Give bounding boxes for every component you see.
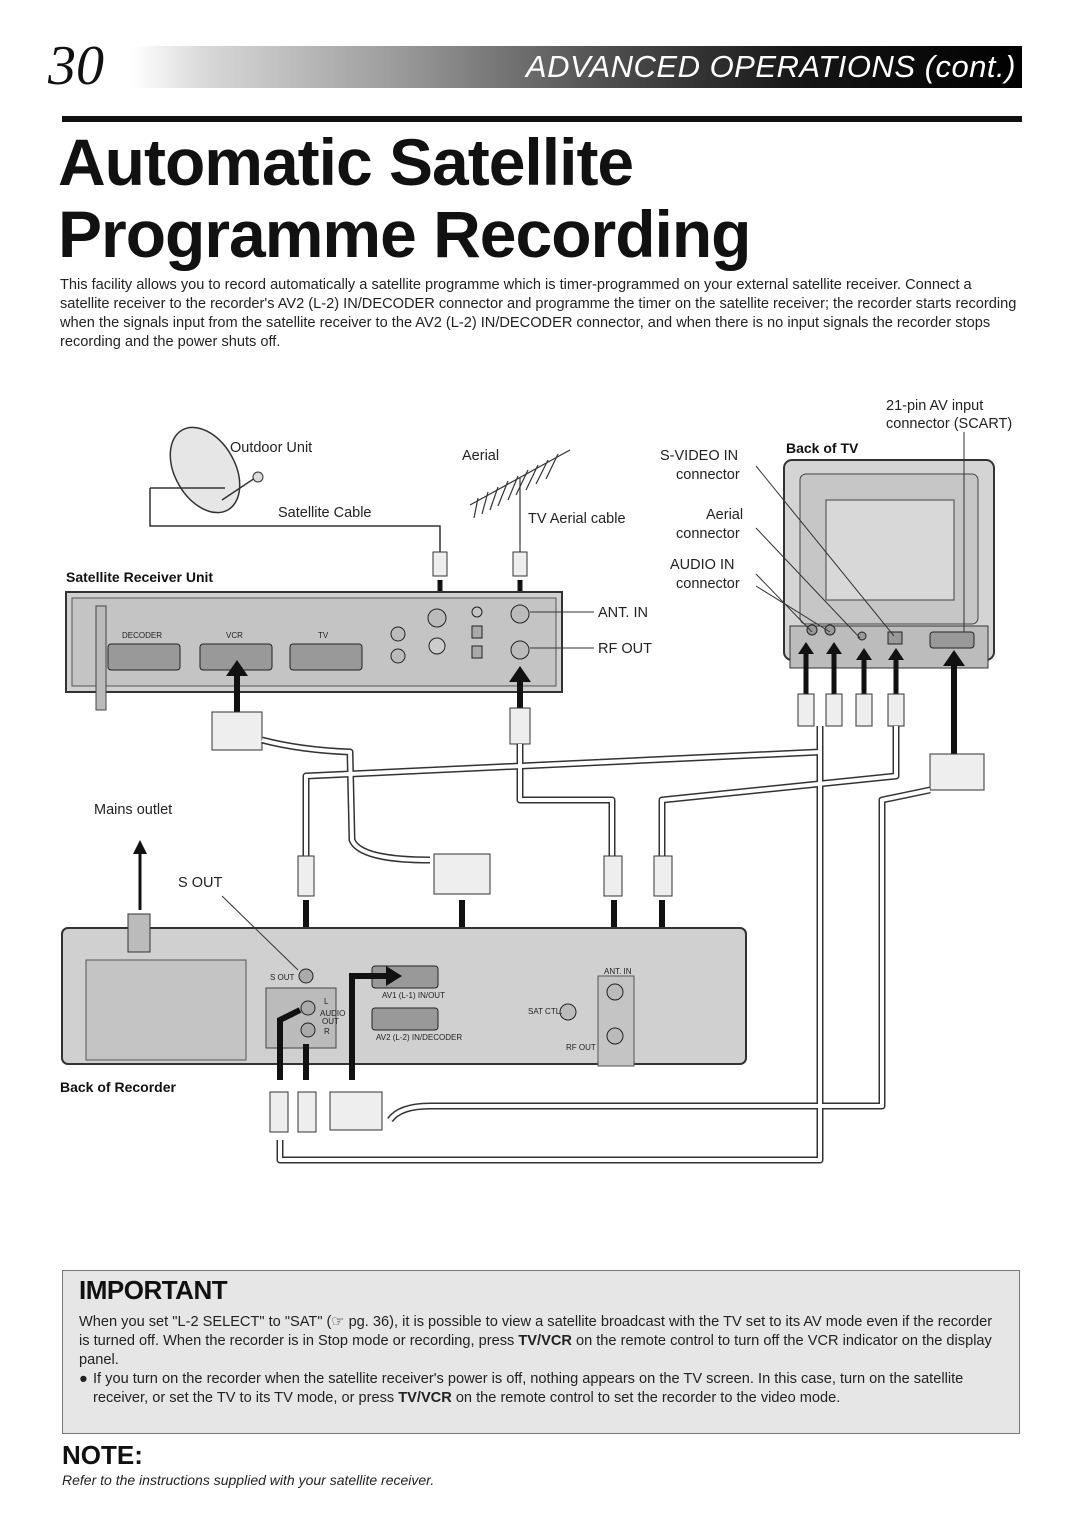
back-of-tv-label: Back of TV [786, 440, 859, 456]
s-video-connector-label: connector [676, 467, 740, 483]
rec-sat-ctl-label: SAT CTL. [528, 1007, 562, 1016]
mains-outlet-label: Mains outlet [94, 802, 172, 818]
header-gradient-bar [132, 46, 1022, 88]
television-icon [783, 459, 995, 669]
page-number: 30 [48, 35, 104, 97]
rec-av2-label: AV2 (L-2) IN/DECODER [376, 1033, 462, 1042]
rec-audio-label: AUDIO [320, 1009, 345, 1018]
note-text: Refer to the instructions supplied with … [62, 1472, 435, 1488]
tv-aerial-cable-label: TV Aerial cable [528, 511, 626, 527]
rec-s-out-label: S OUT [270, 973, 295, 982]
important-text-c: on the remote control to turn off the VC… [79, 1333, 992, 1368]
important-tvvcr-1: TV/VCR [518, 1333, 572, 1349]
rec-l-label: L [324, 997, 329, 1006]
important-heading: IMPORTANT [79, 1275, 228, 1305]
rf-out-label: RF OUT [598, 641, 652, 657]
intro-paragraph: This facility allows you to record autom… [60, 277, 1017, 350]
page-header: 30 ADVANCED OPERATIONS (cont.) [40, 38, 1022, 94]
tv-label: TV [318, 631, 329, 640]
pin-av-label-1: 21-pin AV input [886, 398, 983, 414]
satellite-receiver-label: Satellite Receiver Unit [66, 569, 213, 585]
page-title-line1: Automatic Satellite [58, 125, 634, 199]
important-text-b: pg. 36), it is possible to view a satell… [79, 1314, 993, 1349]
pin-av-label-2: connector (SCART) [886, 416, 1012, 432]
section-title: ADVANCED OPERATIONS (cont.) [525, 49, 1016, 84]
satellite-cable-label: Satellite Cable [278, 505, 372, 521]
important-box: IMPORTANT When you set "L-2 SELECT" to "… [62, 1270, 1020, 1434]
pointer-icon: ☞ [331, 1314, 345, 1330]
rec-av1-label: AV1 (L-1) IN/OUT [382, 991, 445, 1000]
important-text-a: When you set "L-2 SELECT" to "SAT" ( [79, 1314, 332, 1330]
rec-r-label: R [324, 1027, 330, 1036]
page-title-line2: Programme Recording [58, 197, 751, 271]
audio-in-label: AUDIO IN [670, 557, 734, 573]
satellite-dish-icon [149, 426, 441, 552]
connection-diagram: Outdoor Unit Satellite Cable Aerial TV A… [60, 398, 1012, 1164]
recorder-back-panel: S OUT L AUDIO OUT R AV1 (L-1) IN/OUT AV2… [61, 913, 747, 1067]
s-video-in-label: S-VIDEO IN [660, 448, 738, 464]
aerial-antenna-icon [469, 449, 571, 552]
important-tvvcr-2: TV/VCR [398, 1390, 452, 1406]
vcr-label: VCR [226, 631, 243, 640]
back-of-recorder-label: Back of Recorder [60, 1079, 176, 1095]
bullet-text-b: on the remote control to set the recorde… [451, 1390, 841, 1406]
s-out-label: S OUT [178, 875, 222, 891]
outdoor-unit-label: Outdoor Unit [230, 440, 312, 456]
rec-rf-out-label: RF OUT [566, 1043, 596, 1052]
rec-ant-in-label: ANT. IN [604, 967, 632, 976]
decoder-label: DECODER [122, 631, 162, 640]
important-bullet: ● If you turn on the recorder when the sa… [79, 1370, 1005, 1408]
bullet-text-a: If you turn on the recorder when the sat… [93, 1371, 964, 1406]
aerial-connector-label-2: connector [676, 526, 740, 542]
audio-connector-label: connector [676, 576, 740, 592]
page-title: Automatic Satellite Programme Recording [58, 126, 751, 270]
aerial-label: Aerial [462, 448, 499, 464]
satellite-receiver-unit: DECODER VCR TV [65, 591, 563, 711]
title-rule [62, 116, 1022, 122]
important-paragraph: When you set "L-2 SELECT" to "SAT" (☞ pg… [79, 1313, 1005, 1370]
note-heading: NOTE: [62, 1440, 143, 1470]
bullet-icon: ● [79, 1371, 88, 1387]
rec-out-label: OUT [322, 1017, 339, 1026]
ant-in-label: ANT. IN [598, 605, 648, 621]
aerial-connector-label-1: Aerial [706, 507, 743, 523]
